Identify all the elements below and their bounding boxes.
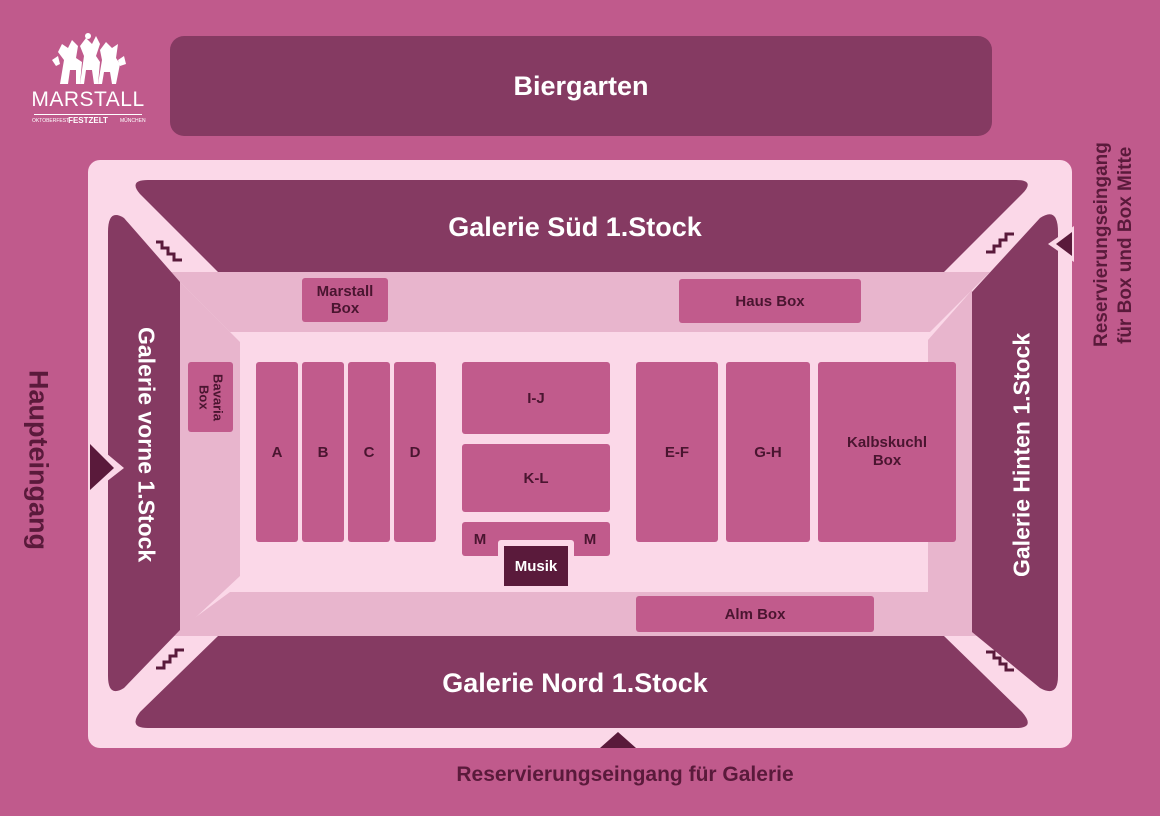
logo-sub-right: MÜNCHEN [120, 118, 146, 124]
kalbskuchl-box: Kalbskuchl Box [818, 362, 956, 542]
box-entrance-arrow-icon [1048, 226, 1074, 262]
stairs-icon-nw [156, 240, 182, 262]
biergarten-area: Biergarten [170, 36, 992, 136]
haupteingang-label: Haupteingang [23, 370, 54, 550]
horses-icon [52, 33, 126, 84]
table-k-l: K-L [462, 444, 610, 512]
table-a: A [256, 362, 298, 542]
stairs-icon-se [986, 650, 1014, 672]
logo-sub-mid: FESTZELT [68, 116, 108, 125]
logo: MARSTALL OKTOBERFEST FESTZELT MÜNCHEN [30, 30, 146, 130]
table-g-h: G-H [726, 362, 810, 542]
bavaria-box: Bavaria Box [188, 362, 233, 432]
main-entrance-arrow-icon [88, 438, 124, 496]
logo-name: MARSTALL [31, 88, 145, 111]
haus-box: Haus Box [679, 279, 861, 323]
reservierung-box-label: Reservierungseingang für Box und Box Mit… [1091, 142, 1136, 348]
logo-sub-left: OKTOBERFEST [32, 118, 70, 124]
table-b: B [302, 362, 344, 542]
stairs-icon-ne [986, 232, 1014, 254]
table-i-j: I-J [462, 362, 610, 434]
galerie-hinten: Galerie Hinten 1.Stock [1008, 332, 1035, 578]
table-m-right-label: M [583, 530, 597, 548]
table-m-left-label: M [473, 530, 487, 548]
stairs-icon-sw [156, 648, 184, 670]
reservierung-galerie-label: Reservierungseingang für Galerie [456, 763, 794, 786]
marstall-box: Marstall Box [302, 278, 388, 322]
table-d: D [394, 362, 436, 542]
table-c: C [348, 362, 390, 542]
logo-rule [34, 114, 142, 115]
galerie-nord: Galerie Nord 1.Stock [442, 667, 708, 698]
galerie-entrance-arrow-icon [600, 732, 636, 748]
alm-box: Alm Box [636, 596, 874, 632]
galerie-vorne: Galerie vorne 1.Stock [133, 327, 160, 563]
stage-musik: Musik [504, 546, 568, 586]
galerie-sued: Galerie Süd 1.Stock [448, 211, 702, 242]
table-e-f: E-F [636, 362, 718, 542]
